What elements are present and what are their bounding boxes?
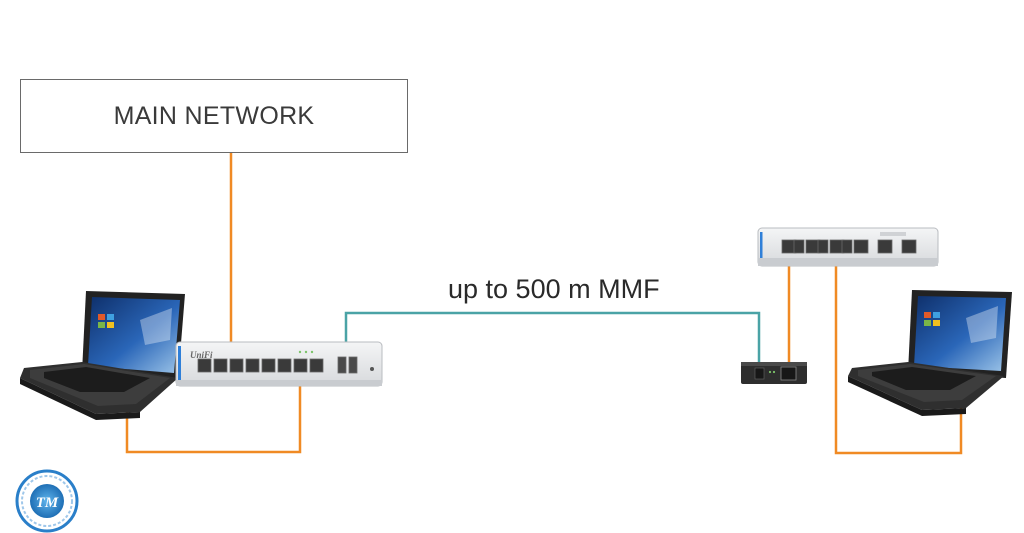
switch-icon (757, 227, 939, 267)
main-network-label: MAIN NETWORK (113, 101, 315, 130)
main-network-box: MAIN NETWORK (20, 79, 408, 153)
switch-brand-label: UniFi (190, 350, 213, 360)
cable-switch-to-right-laptop (834, 258, 963, 455)
fiber-link-label: up to 500 m MMF (448, 274, 660, 304)
switch-icon (175, 341, 383, 387)
logo-initials: TM (36, 495, 59, 511)
laptop-icon (20, 291, 185, 420)
laptop-icon (848, 290, 1012, 416)
cable-left-laptop-to-switch (125, 368, 302, 454)
media-converter-icon (741, 362, 807, 384)
fiber-cable (344, 311, 761, 369)
logo-badge-icon (15, 469, 79, 533)
